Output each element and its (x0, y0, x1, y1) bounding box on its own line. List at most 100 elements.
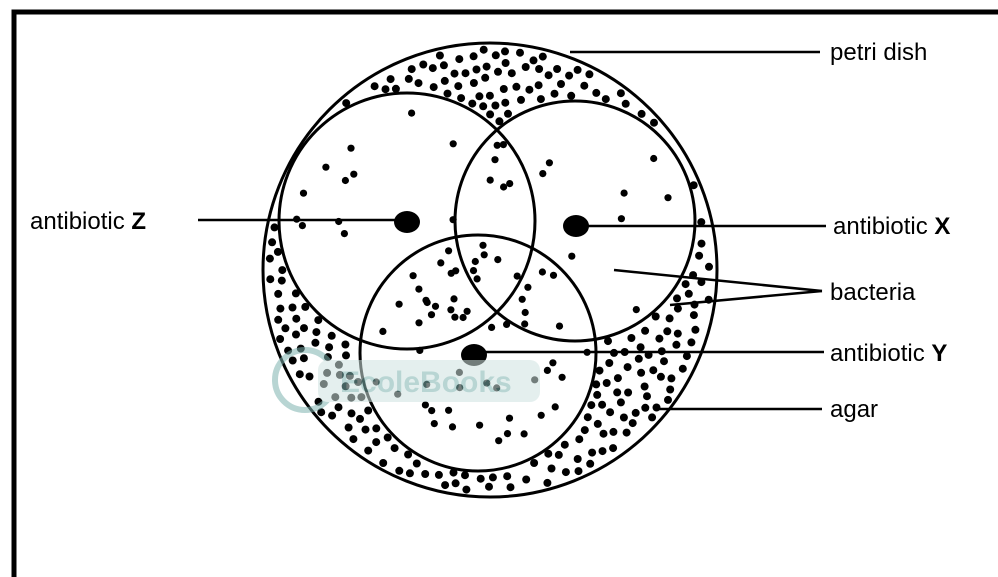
bacterium-dot (672, 341, 680, 349)
bacterium-dot (299, 222, 306, 229)
bacterium-dot (274, 290, 282, 298)
bacterium-dot (653, 404, 661, 412)
bacterium-dot (450, 295, 457, 302)
bacterium-dot (501, 99, 509, 107)
disc-antibiotic-z (394, 211, 420, 233)
bacterium-dot (545, 71, 553, 79)
bacterium-dot (395, 467, 403, 475)
bacterium-dot (470, 267, 477, 274)
bacterium-dot (349, 435, 357, 443)
bacterium-dot (462, 69, 470, 77)
bacterium-dot (506, 415, 513, 422)
bacterium-dot (618, 215, 625, 222)
bacterium-dot (519, 296, 526, 303)
bacterium-dot (492, 51, 500, 59)
bacterium-dot (422, 401, 429, 408)
bacterium-dot (311, 339, 319, 347)
bacterium-dot (451, 314, 458, 321)
bacterium-dot (641, 383, 649, 391)
bacterium-dot (372, 424, 380, 432)
bacterium-dot (486, 110, 494, 118)
bacterium-dot (637, 343, 645, 351)
bacterium-dot (580, 82, 588, 90)
bacterium-dot (306, 373, 314, 381)
bacterium-dot (674, 330, 682, 338)
bacterium-dot (565, 72, 573, 80)
bacterium-dot (379, 459, 387, 467)
bacterium-dot (444, 90, 452, 98)
bacterium-dot (521, 430, 528, 437)
bacterium-dot (687, 338, 695, 346)
bacterium-dot (413, 460, 421, 468)
bacterium-dot (342, 177, 349, 184)
bacterium-dot (408, 65, 416, 73)
bacterium-dot (574, 455, 582, 463)
bacterium-dot (622, 100, 630, 108)
bacterium-dot (300, 354, 308, 362)
bacterium-dot (517, 96, 525, 104)
bacterium-dot (441, 481, 449, 489)
bacterium-dot (609, 428, 617, 436)
bacterium-dot (325, 343, 333, 351)
bacterium-dot (356, 415, 364, 423)
bacterium-dot (594, 420, 602, 428)
bacterium-dot (312, 328, 320, 336)
bacterium-dot (562, 468, 570, 476)
bacterium-dot (617, 89, 625, 97)
bacterium-dot (473, 66, 481, 74)
bacterium-dot (504, 430, 511, 437)
bacterium-dot (674, 305, 682, 313)
bacterium-dot (624, 363, 632, 371)
bacterium-dot (522, 476, 530, 484)
bacterium-dot (552, 403, 559, 410)
bacterium-dot (437, 259, 444, 266)
label-antibiotic-x-text: antibiotic (833, 213, 934, 240)
bacterium-dot (416, 347, 423, 354)
bacterium-dot (637, 369, 645, 377)
bacterium-dot (387, 75, 395, 83)
bacterium-dot (514, 273, 521, 280)
bacterium-dot (559, 374, 566, 381)
bacterium-dot (300, 324, 308, 332)
bacterium-dot (491, 156, 498, 163)
bacterium-dot (690, 311, 698, 319)
label-antibiotic-x-letter: X (934, 213, 950, 240)
bacterium-dot (539, 53, 547, 61)
bacterium-dot (530, 56, 538, 64)
bacterium-dot (613, 388, 621, 396)
bacterium-dot (447, 306, 454, 313)
bacterium-dot (546, 159, 553, 166)
bacterium-dot (278, 266, 286, 274)
bacterium-dot (586, 460, 594, 468)
bacterium-dot (551, 90, 559, 98)
bacterium-dot (535, 81, 543, 89)
bacterium-dot (342, 351, 350, 359)
bacterium-dot (502, 59, 510, 67)
bacterium-dot (281, 324, 289, 332)
bacterium-dot (501, 47, 509, 55)
bacterium-dot (495, 437, 502, 444)
bacterium-dot (641, 404, 649, 412)
bacterium-dot (682, 280, 690, 288)
bacterium-dot (432, 303, 439, 310)
bacterium-dot (664, 194, 671, 201)
label-bacteria: bacteria (830, 279, 916, 306)
bacterium-dot (481, 74, 489, 82)
bacterium-dot (289, 304, 297, 312)
bacterium-dot (593, 391, 601, 399)
bacterium-dot (479, 242, 486, 249)
bacterium-dot (620, 414, 628, 422)
bacterium-dot (450, 216, 457, 223)
bacterium-dot (408, 110, 415, 117)
bacterium-dot (489, 473, 497, 481)
bacterium-dot (516, 49, 524, 57)
bacterium-dot (660, 357, 668, 365)
bacterium-dot (382, 85, 390, 93)
bacterium-dot (419, 61, 427, 69)
bacterium-dot (300, 190, 307, 197)
bacterium-dot (289, 357, 297, 365)
bacterium-dot (641, 327, 649, 335)
bacterium-dot (629, 419, 637, 427)
bacterium-dot (600, 430, 608, 438)
